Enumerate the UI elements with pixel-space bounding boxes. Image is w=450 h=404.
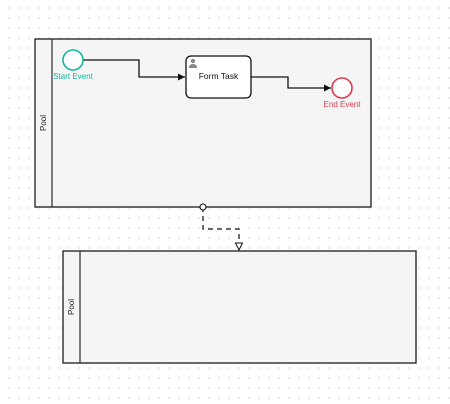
message-flow[interactable] [202, 207, 239, 250]
sequence-flow-task-to-end[interactable] [250, 76, 331, 92]
pool-2-label: Pool [67, 299, 76, 315]
start-event-label: Start Event [53, 72, 93, 81]
end-event-label: End Event [324, 100, 362, 109]
start-event-circle[interactable] [62, 49, 84, 71]
sequence-flow-start-to-task[interactable] [83, 59, 185, 81]
task-label: Form Task [199, 71, 239, 81]
user-icon [189, 58, 197, 68]
end-event-circle[interactable] [331, 77, 353, 99]
start-event[interactable]: Start Event [53, 49, 94, 81]
form-task[interactable]: Form Task [185, 55, 252, 99]
pool-2-body[interactable] [62, 250, 417, 364]
pool-2[interactable]: Pool [62, 250, 417, 364]
pool-1-label: Pool [39, 115, 48, 131]
end-event[interactable]: End Event [324, 77, 362, 109]
task-box[interactable] [185, 55, 252, 99]
message-flow-source-marker [199, 203, 207, 211]
